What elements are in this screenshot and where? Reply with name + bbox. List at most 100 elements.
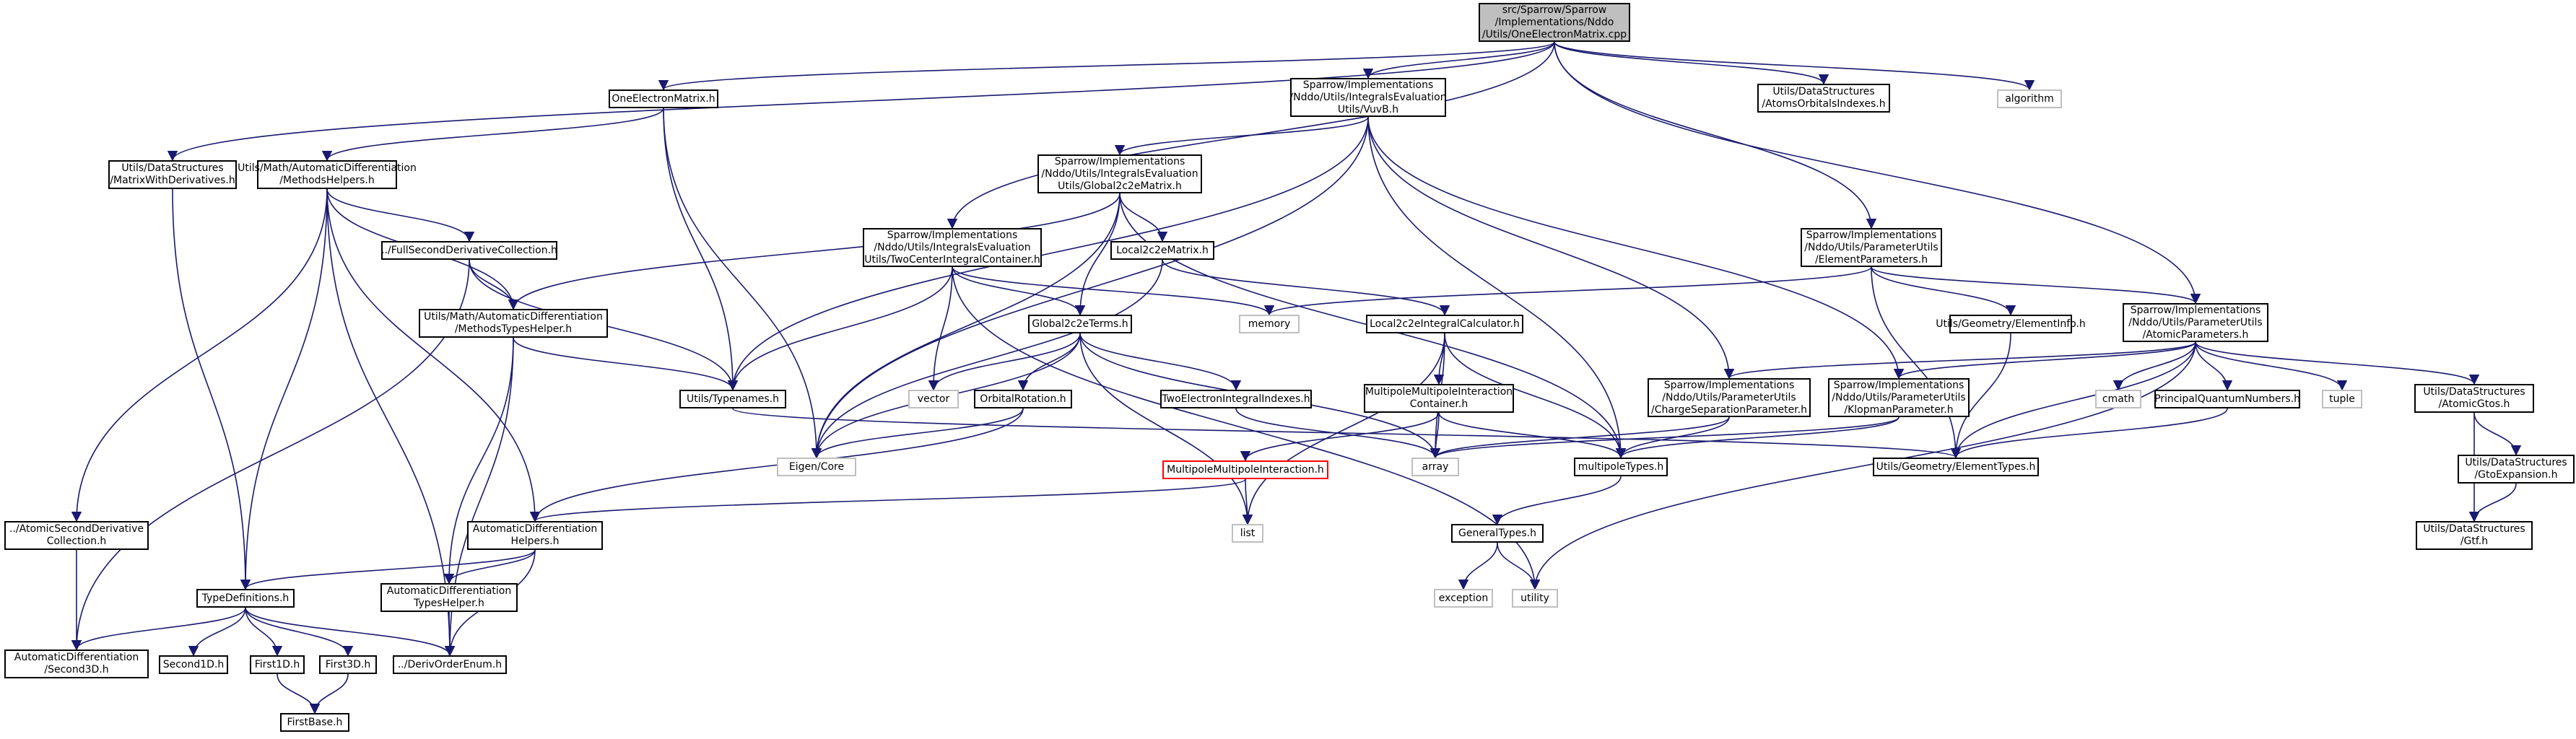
edge-root-to-atomic-parameters [1554, 41, 2201, 305]
node-cmath[interactable]: cmath [2095, 390, 2141, 408]
node-ad-types-helper[interactable]: AutomaticDifferentiation TypesHelper.h [380, 583, 518, 612]
node-two-electron-indexes[interactable]: TwoElectronIntegralIndexes.h [1160, 390, 1312, 408]
node-multipole-types[interactable]: multipoleTypes.h [1574, 458, 1668, 476]
edge-type-definitions-to-second-1d [188, 607, 246, 657]
edge-atomic-parameters-to-utility [1529, 341, 2196, 590]
edge-klopman-to-array [1430, 416, 1900, 459]
node-gto-expansion[interactable]: Utils/DataStructures /GtoExpansion.h [2458, 455, 2575, 484]
node-global-2c2e-matrix[interactable]: Sparrow/Implementations /Nddo/Utils/Inte… [1037, 154, 1202, 193]
node-multipole-container[interactable]: MultipoleMultipoleInteraction Container.… [1364, 384, 1514, 413]
edge-klopman-to-multipole-types [1615, 416, 1900, 459]
node-klopman[interactable]: Sparrow/Implementations /Nddo/Utils/Para… [1828, 378, 1970, 417]
node-second-1d[interactable]: Second1D.h [159, 655, 228, 674]
node-orbital-rotation[interactable]: OrbitalRotation.h [974, 390, 1072, 408]
node-eigen-core[interactable]: Eigen/Core [777, 458, 856, 476]
edge-atomic-gtos-to-gto-expansion [2473, 412, 2522, 456]
edge-root-to-algorithm [1554, 41, 2035, 91]
edge-multipole-types-to-general-types [1492, 476, 1622, 525]
node-algorithm[interactable]: algorithm [1997, 89, 2062, 108]
node-methods-helpers[interactable]: Utils/Math/AutomaticDifferentiation /Met… [238, 160, 417, 189]
edge-atomic-parameters-to-charge-separation [1724, 341, 2196, 380]
edge-global-2c2e-matrix-to-global-2c2e-terms [1074, 193, 1121, 316]
edge-general-types-to-utility [1497, 542, 1541, 590]
node-atomic-second-derivative[interactable]: ../AtomicSecondDerivative Collection.h [4, 521, 149, 550]
node-ad-helpers[interactable]: AutomaticDifferentiation Helpers.h [467, 521, 603, 550]
node-element-types[interactable]: Utils/Geometry/ElementTypes.h [1873, 458, 2039, 476]
node-multipole-interaction[interactable]: MultipoleMultipoleInteraction.h [1162, 460, 1328, 479]
node-atomic-gtos[interactable]: Utils/DataStructures /AtomicGtos.h [2414, 384, 2534, 413]
edge-one-electron-matrix-to-eigen-core [663, 108, 822, 459]
edge-methods-helpers-to-atomic-second-derivative [71, 188, 328, 522]
node-atomic-parameters[interactable]: Sparrow/Implementations /Nddo/Utils/Para… [2123, 303, 2268, 342]
node-vector[interactable]: vector [908, 390, 959, 408]
edge-multipole-interaction-to-list [1242, 478, 1253, 525]
edge-general-types-to-exception [1458, 542, 1498, 590]
node-element-parameters[interactable]: Sparrow/Implementations /Nddo/Utils/Para… [1801, 228, 1942, 267]
edge-methods-helpers-to-ad-helpers [326, 188, 541, 522]
edge-two-center-container-to-typenames [727, 266, 953, 391]
edge-ad-helpers-to-ad-types-helper [443, 549, 536, 585]
node-one-electron-matrix[interactable]: OneElectronMatrix.h [609, 89, 718, 108]
edge-charge-separation-to-array [1430, 416, 1730, 459]
edge-one-electron-matrix-to-methods-helpers [321, 108, 664, 162]
node-typenames[interactable]: Utils/Typenames.h [679, 390, 786, 408]
edge-orbital-rotation-to-eigen-core [811, 408, 1024, 459]
node-full-second-derivative[interactable]: ../FullSecondDerivativeCollection.h [381, 241, 557, 260]
edge-global-2c2e-terms-to-vector [928, 333, 1081, 391]
edge-matrix-with-derivatives-to-type-definitions [172, 188, 251, 590]
node-methods-types-helper[interactable]: Utils/Math/AutomaticDifferentiation /Met… [419, 309, 608, 338]
edge-multipole-container-to-multipole-interaction [1240, 412, 1440, 462]
node-root-file[interactable]: src/Sparrow/Sparrow /Implementations/Ndd… [1479, 3, 1630, 42]
edge-local-2c2e-matrix-to-local-2c2e-calculator [1162, 259, 1450, 316]
edge-type-definitions-to-second-3d [71, 607, 246, 651]
edge-vuv-b-to-multipole-types [1367, 116, 1627, 459]
edge-root-to-one-electron-matrix [658, 41, 1555, 91]
edge-vuv-b-to-charge-separation [1367, 116, 1735, 380]
edge-gto-expansion-to-gtf [2468, 483, 2517, 522]
node-deriv-order-enum[interactable]: ../DerivOrderEnum.h [393, 655, 507, 674]
edge-type-definitions-to-first-3d [245, 607, 354, 657]
edge-methods-types-helper-to-ad-types-helper [443, 337, 514, 585]
edge-atomic-parameters-to-klopman [1894, 341, 2196, 380]
edge-ad-helpers-to-type-definitions [240, 549, 536, 590]
edge-element-parameters-to-atomic-parameters [1871, 266, 2201, 305]
node-memory[interactable]: memory [1239, 315, 1300, 333]
node-first-3d[interactable]: First3D.h [319, 655, 377, 674]
edge-local-2c2e-calculator-to-list [1242, 333, 1445, 525]
edge-vuv-b-to-typenames [727, 116, 1369, 391]
node-principal-qn[interactable]: PrincipalQuantumNumbers.h [2154, 390, 2300, 408]
node-global-2c2e-terms[interactable]: Global2c2eTerms.h [1028, 315, 1132, 333]
node-first-base[interactable]: FirstBase.h [280, 713, 349, 732]
edge-principal-qn-to-element-types [1950, 408, 2228, 459]
edge-atomic-parameters-to-atomic-gtos [2195, 341, 2480, 385]
node-element-info[interactable]: Utils/Geometry/ElementInfo.h [1936, 315, 2086, 333]
node-general-types[interactable]: GeneralTypes.h [1451, 524, 1544, 543]
node-local-2c2e-matrix[interactable]: Local2c2eMatrix.h [1110, 241, 1214, 260]
node-first-1d[interactable]: First1D.h [250, 655, 305, 674]
node-local-2c2e-calculator[interactable]: Local2c2eIntegralCalculator.h [1366, 315, 1523, 333]
edge-multipole-container-to-multipole-types [1438, 412, 1627, 459]
edge-two-center-container-to-vector [928, 266, 953, 391]
node-two-center-container[interactable]: Sparrow/Implementations /Nddo/Utils/Inte… [863, 228, 1042, 267]
node-matrix-with-derivatives[interactable]: Utils/DataStructures /MatrixWithDerivati… [108, 160, 237, 189]
node-array[interactable]: array [1411, 458, 1459, 476]
edge-root-to-matrix-with-derivatives [167, 41, 1555, 162]
edge-atomic-parameters-to-cmath [2112, 341, 2196, 391]
node-tuple[interactable]: tuple [2322, 390, 2362, 408]
edge-two-center-container-to-global-2c2e-terms [952, 266, 1086, 316]
node-exception[interactable]: exception [1434, 589, 1493, 608]
edge-global-2c2e-terms-to-two-electron-indexes [1079, 333, 1242, 391]
edge-two-electron-indexes-to-array [1235, 408, 1441, 459]
node-second-3d[interactable]: AutomaticDifferentiation /Second3D.h [4, 650, 149, 678]
node-gtf[interactable]: Utils/DataStructures /Gtf.h [2416, 521, 2533, 550]
edge-element-parameters-to-element-info [1871, 266, 2016, 316]
node-atoms-orbitals-indexes[interactable]: Utils/DataStructures /AtomsOrbitalsIndex… [1757, 84, 1890, 113]
edge-methods-helpers-to-deriv-order-enum [326, 188, 456, 657]
node-charge-separation[interactable]: Sparrow/Implementations /Nddo/Utils/Para… [1648, 378, 1811, 417]
node-list[interactable]: list [1232, 524, 1263, 543]
node-utility[interactable]: utility [1512, 589, 1558, 608]
node-type-definitions[interactable]: TypeDefinitions.h [196, 589, 295, 608]
node-vuv-b[interactable]: Sparrow/Implementations /Nddo/Utils/Inte… [1289, 78, 1447, 117]
edge-multipole-interaction-to-ad-helpers [530, 478, 1246, 522]
